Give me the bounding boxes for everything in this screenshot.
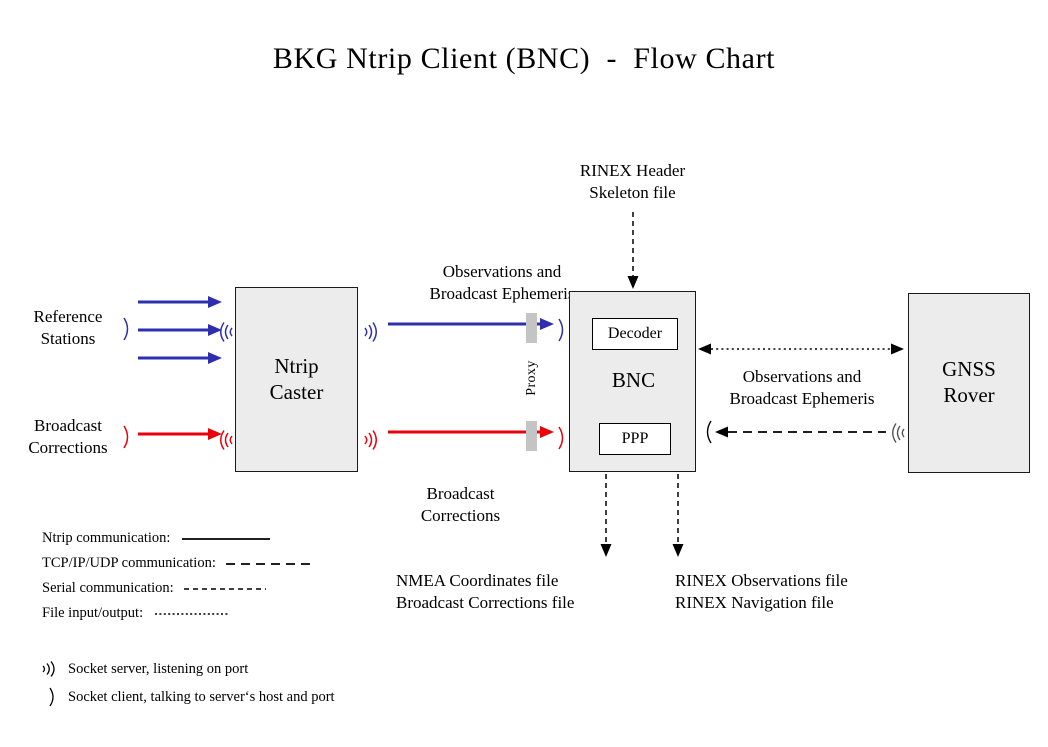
legend-label-serial: Serial communication: [42, 580, 174, 596]
ppp-label: PPP [621, 430, 649, 448]
ntrip-arrow-observations [388, 314, 556, 334]
legend-label-file: File input/output: [42, 605, 144, 621]
ntrip-arrow-reference-1 [138, 292, 224, 312]
legend-sample-fine-dotted [155, 612, 230, 615]
socket-server-icon [361, 426, 385, 454]
decoder-label: Decoder [607, 325, 663, 343]
legend-label-socket-server: Socket server, listening on port [68, 660, 249, 677]
node-ppp[interactable]: PPP [599, 423, 671, 455]
broadcast-corrections-mid-label: Broadcast Corrections [420, 484, 501, 525]
observations-ephemeris-right-label: Observations and Broadcast Ephemeris [729, 367, 875, 408]
legend-row-socket-server: Socket server, listening on port [38, 655, 335, 683]
socket-server-icon [212, 318, 236, 346]
observations-ephemeris-left-label: Observations and Broadcast Ephemeris [429, 262, 575, 303]
legend-line-styles: Ntrip communication: TCP/IP/UDP communic… [42, 526, 320, 626]
proxy-bar-top [526, 313, 537, 343]
ntrip-arrow-broadcast-in [138, 424, 224, 444]
file-arrow-rinex-skeleton [624, 212, 642, 292]
file-arrow-nmea-output [597, 474, 615, 560]
rinex-header-skeleton-label: RINEX Header Skeleton file [579, 161, 686, 202]
bnc-label: BNC [611, 368, 656, 392]
socket-server-icon [212, 426, 236, 454]
socket-client-icon [556, 317, 570, 343]
legend-row-file: File input/output: [42, 601, 320, 626]
socket-client-icon [120, 424, 136, 450]
legend-row-socket-client: Socket client, talking to server‘s host … [38, 683, 335, 711]
broadcast-corrections-source-label: Broadcast Corrections [28, 416, 108, 457]
ntrip-arrow-reference-3 [138, 348, 224, 368]
legend-label-ntrip: Ntrip communication: [42, 530, 171, 546]
node-decoder[interactable]: Decoder [592, 318, 678, 350]
legend-row-serial: Serial communication: [42, 576, 320, 601]
serial-arrow-bnc-rover [697, 339, 905, 359]
rinex-output-label: RINEX Observations file RINEX Navigation… [675, 571, 848, 612]
ntrip-caster-label: Ntrip Caster [269, 353, 324, 404]
legend-sample-medium-dashed [183, 587, 266, 590]
ntrip-arrow-reference-2 [138, 320, 224, 340]
socket-client-icon [556, 425, 570, 451]
page-title: BKG Ntrip Client (BNC) - Flow Chart [272, 42, 776, 75]
ntrip-arrow-broadcast-out [388, 422, 556, 442]
legend-sample-long-dashed [225, 562, 314, 565]
proxy-bar-bottom [526, 421, 537, 451]
file-arrow-rinex-output [669, 474, 687, 560]
legend-label-socket-client: Socket client, talking to server‘s host … [68, 688, 335, 705]
socket-client-icon [120, 316, 136, 342]
socket-client-icon [38, 651, 68, 743]
legend-sample-solid [182, 537, 271, 540]
socket-server-icon [884, 419, 908, 447]
legend-socket-symbols: Socket server, listening on port Socket … [38, 655, 335, 711]
nmea-output-label: NMEA Coordinates file Broadcast Correcti… [396, 571, 575, 612]
legend-label-tcp: TCP/IP/UDP communication: [42, 555, 216, 571]
node-bnc[interactable]: Decoder BNC PPP [569, 291, 696, 472]
node-gnss-rover[interactable]: GNSS Rover [908, 293, 1030, 473]
reference-stations-label: Reference Stations [33, 307, 103, 348]
socket-server-icon [38, 623, 68, 715]
legend-row-tcp: TCP/IP/UDP communication: [42, 551, 320, 576]
proxy-label: Proxy [524, 360, 539, 396]
legend-row-ntrip: Ntrip communication: [42, 526, 320, 551]
node-ntrip-caster[interactable]: Ntrip Caster [235, 287, 358, 472]
gnss-rover-label: GNSS Rover [942, 357, 996, 407]
socket-server-icon [361, 318, 385, 346]
tcp-arrow-rover-bnc [714, 422, 886, 442]
socket-client-icon [700, 419, 714, 445]
